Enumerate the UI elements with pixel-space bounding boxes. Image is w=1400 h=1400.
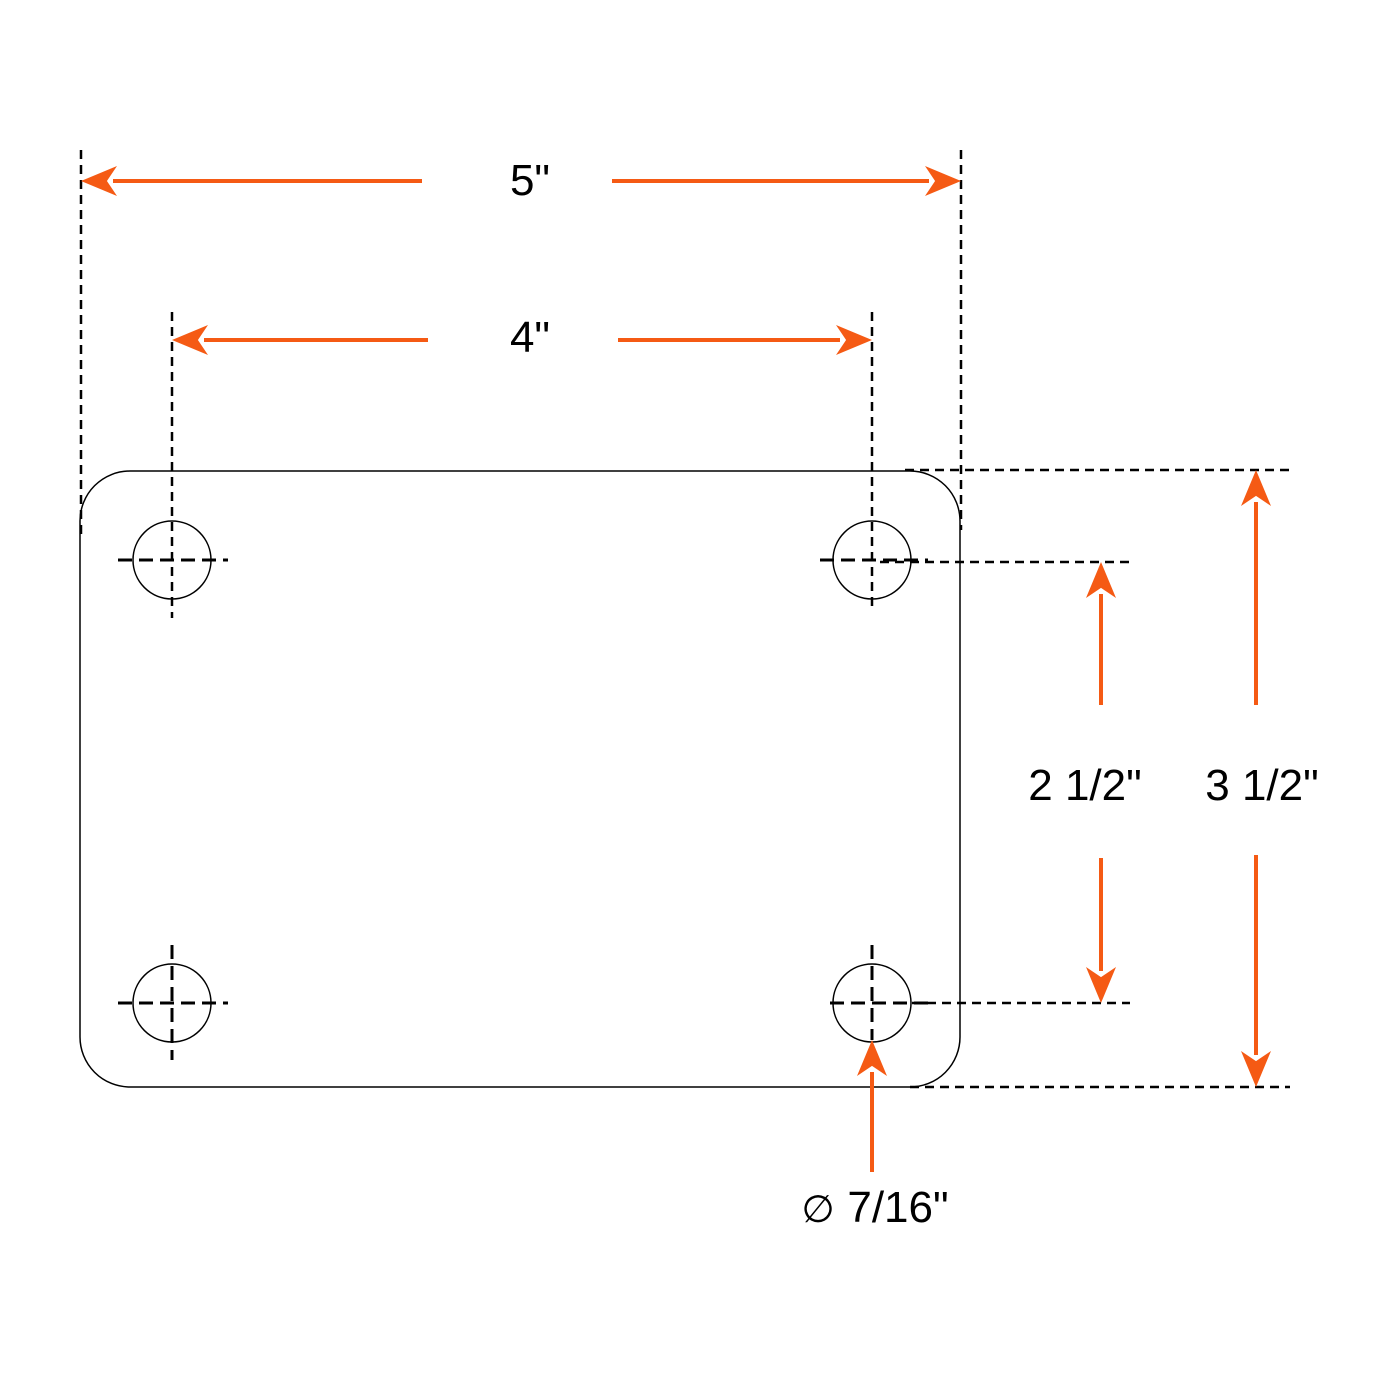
overall-height-arrow-up xyxy=(1241,470,1271,705)
hole-width-arrow-left xyxy=(172,325,428,355)
extension-lines-horizontal xyxy=(880,468,1290,1089)
hole-width-arrow-right xyxy=(618,325,872,355)
hole-diameter-symbol: ∅ xyxy=(801,1189,834,1231)
overall-width-arrow-right xyxy=(612,166,961,196)
hole-diameter-label: 7/16" xyxy=(847,1183,948,1232)
hole-spacing-height-label: 2 1/2" xyxy=(1028,761,1141,810)
hole-diameter-arrow xyxy=(857,1040,887,1172)
overall-height-label: 3 1/2" xyxy=(1205,761,1318,810)
plate-outline xyxy=(79,470,961,1088)
overall-height-arrow-down xyxy=(1241,855,1271,1087)
hole-height-arrow-up xyxy=(1086,562,1116,705)
hole-height-arrow-down xyxy=(1086,858,1116,1003)
hole-centerlines xyxy=(118,558,928,1060)
extension-lines-vertical xyxy=(79,150,963,618)
hole-spacing-width-label: 4" xyxy=(510,313,550,362)
dimension-arrows xyxy=(81,166,1271,1172)
overall-width-arrow-left xyxy=(81,166,422,196)
overall-width-label: 5" xyxy=(510,156,550,205)
